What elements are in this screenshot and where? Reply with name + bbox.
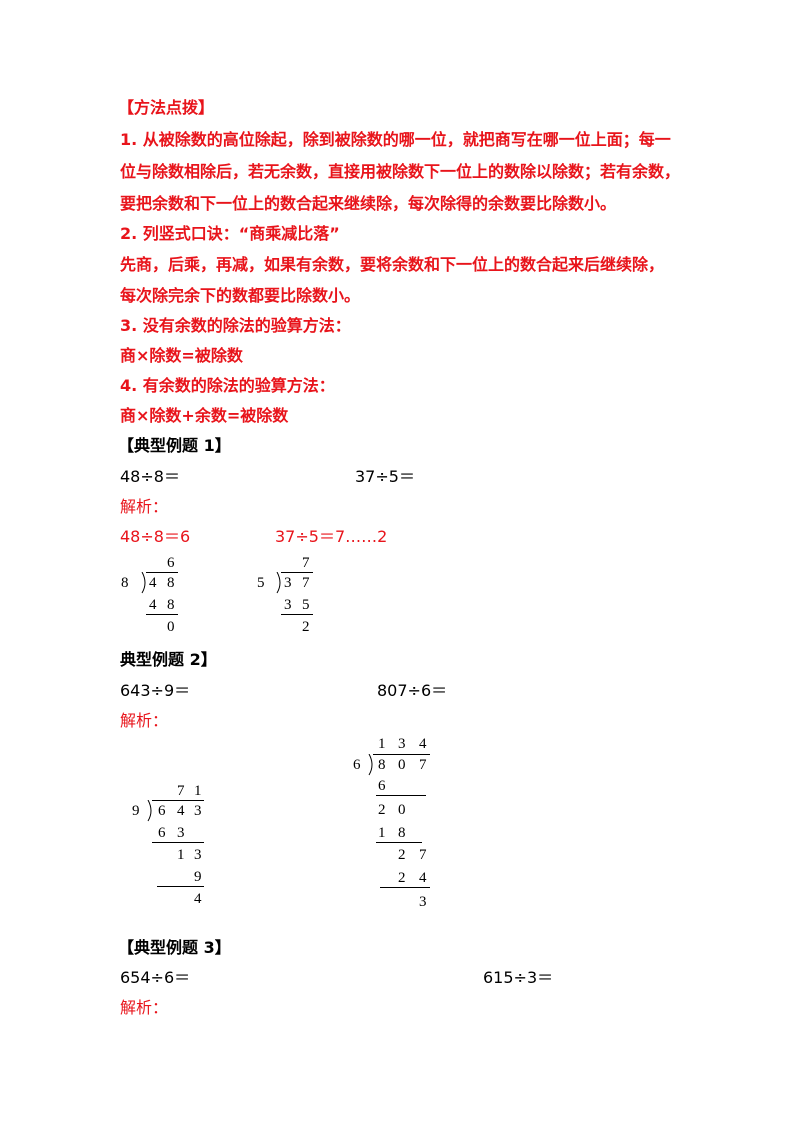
step-digit: 6	[158, 825, 166, 841]
subtraction-line	[152, 842, 204, 843]
example1-answer-1: 48÷8＝6	[120, 527, 191, 546]
division-bar	[152, 800, 204, 801]
example2-question-1: 643÷9＝	[120, 681, 191, 700]
quotient-digit: 1	[194, 783, 202, 799]
example1-heading: 【典型例题 1】	[118, 436, 231, 455]
subtraction-line	[380, 887, 430, 888]
example2-analysis-label: 解析：	[120, 711, 169, 730]
method-p2-title: 2. 列竖式口诀：“商乘减比落”	[120, 224, 340, 243]
method-p3-formula: 商×除数=被除数	[120, 346, 243, 365]
quotient-digit: 1	[378, 736, 386, 752]
dividend-digit: 8	[378, 757, 386, 773]
dividend-digit: 4	[149, 575, 157, 591]
example1-question-2: 37÷5＝	[355, 467, 415, 486]
step-digit: 1	[177, 847, 185, 863]
example3-heading: 【典型例题 3】	[118, 938, 231, 957]
example1-analysis-label: 解析：	[120, 497, 169, 516]
step-digit: 4	[419, 870, 427, 886]
step-digit: 2	[378, 802, 386, 818]
division-bracket	[141, 572, 146, 594]
remainder: 2	[302, 619, 310, 635]
division-bracket	[147, 800, 152, 822]
step-digit: 2	[398, 870, 406, 886]
product-digit: 4	[149, 597, 157, 613]
remainder: 0	[167, 619, 175, 635]
dividend-digit: 4	[177, 803, 185, 819]
method-p3-title: 3. 没有余数的除法的验算方法：	[120, 316, 351, 335]
method-p2-line2: 每次除完余下的数都要比除数小。	[120, 286, 361, 305]
example3-question-2: 615÷3＝	[483, 968, 554, 987]
step-digit: 2	[398, 847, 406, 863]
example3-question-1: 654÷6＝	[120, 968, 191, 987]
step-digit: 3	[194, 847, 202, 863]
product-digit: 8	[167, 597, 175, 613]
quotient-digit: 4	[419, 736, 427, 752]
divisor: 9	[132, 803, 140, 819]
quotient-digit: 7	[177, 783, 185, 799]
example1-question-1: 48÷8＝	[120, 467, 180, 486]
step-digit: 0	[398, 802, 406, 818]
divisor: 5	[257, 575, 265, 591]
step-digit: 7	[419, 847, 427, 863]
subtraction-line	[376, 842, 422, 843]
subtraction-line	[157, 886, 204, 887]
division-bracket	[368, 754, 373, 776]
divisor: 6	[353, 757, 361, 773]
example2-question-2: 807÷6＝	[377, 681, 448, 700]
method-p1-line3: 要把余数和下一位上的数合起来继续除，每次除得的余数要比除数小。	[120, 194, 617, 213]
remainder: 4	[194, 891, 202, 907]
method-heading: 【方法点拨】	[118, 98, 215, 117]
example1-answer-2: 37÷5＝7……2	[275, 527, 388, 546]
step-digit: 1	[378, 825, 386, 841]
quotient-digit: 6	[167, 555, 175, 571]
division-bar	[281, 572, 313, 573]
remainder: 3	[419, 894, 427, 910]
dividend-digit: 7	[302, 575, 310, 591]
method-p1-line2: 位与除数相除后，若无余数，直接用被除数下一位上的数除以除数；若有余数，	[120, 162, 681, 181]
example3-analysis-label: 解析：	[120, 998, 169, 1017]
dividend-digit: 3	[284, 575, 292, 591]
dividend-digit: 8	[167, 575, 175, 591]
subtraction-line	[376, 795, 426, 796]
step-digit: 3	[177, 825, 185, 841]
method-p4-title: 4. 有余数的除法的验算方法：	[120, 376, 335, 395]
subtraction-line	[146, 614, 178, 615]
method-p2-line1: 先商，后乘，再减，如果有余数，要将余数和下一位上的数合起来后继续除，	[120, 255, 665, 274]
method-p4-formula: 商×除数+余数=被除数	[120, 406, 289, 425]
step-digit: 9	[194, 869, 202, 885]
quotient-digit: 3	[398, 736, 406, 752]
example2-heading: 典型例题 2】	[120, 650, 217, 669]
product-digit: 5	[302, 597, 310, 613]
dividend-digit: 0	[398, 757, 406, 773]
step-digit: 6	[378, 778, 386, 794]
divisor: 8	[121, 575, 129, 591]
method-p1-line1: 1. 从被除数的高位除起，除到被除数的哪一位，就把商写在哪一位上面；每一	[120, 130, 671, 149]
dividend-digit: 7	[419, 757, 427, 773]
division-bar	[373, 754, 430, 755]
dividend-digit: 6	[158, 803, 166, 819]
subtraction-line	[281, 614, 313, 615]
step-digit: 8	[398, 825, 406, 841]
division-bracket	[276, 572, 281, 594]
product-digit: 3	[284, 597, 292, 613]
division-bar	[146, 572, 178, 573]
dividend-digit: 3	[194, 803, 202, 819]
quotient-digit: 7	[302, 555, 310, 571]
